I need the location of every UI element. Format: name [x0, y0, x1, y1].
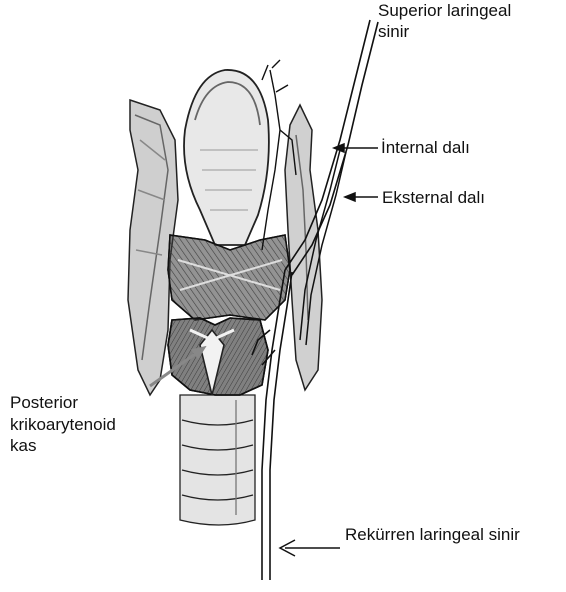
trachea	[180, 395, 255, 525]
label-recurrent-laryngeal-nerve: Rekürren laringeal sinir	[345, 524, 520, 545]
label-posterior-line-2: krikoarytenoid	[10, 414, 116, 436]
label-posterior-cricoarytenoid: Posterior krikoarytenoid kas	[10, 392, 116, 457]
label-external-branch: Eksternal dalı	[382, 187, 485, 208]
thyroid-cartilage-right	[285, 105, 322, 390]
label-posterior-line-1: Posterior	[10, 392, 116, 414]
posterior-cricoarytenoid-muscle	[168, 318, 268, 395]
external-branch-arrowhead	[345, 193, 355, 201]
label-posterior-line-3: kas	[10, 435, 116, 457]
interarytenoid-muscle	[168, 235, 290, 320]
internal-branch-arrowhead	[334, 144, 344, 152]
label-superior-laryngeal-nerve: Superior laringeal sinir	[378, 0, 511, 42]
epiglottis	[184, 70, 269, 245]
label-internal-branch: İnternal dalı	[381, 137, 470, 158]
label-superior-line-2: sinir	[378, 21, 511, 42]
label-superior-line-1: Superior laringeal	[378, 0, 511, 21]
